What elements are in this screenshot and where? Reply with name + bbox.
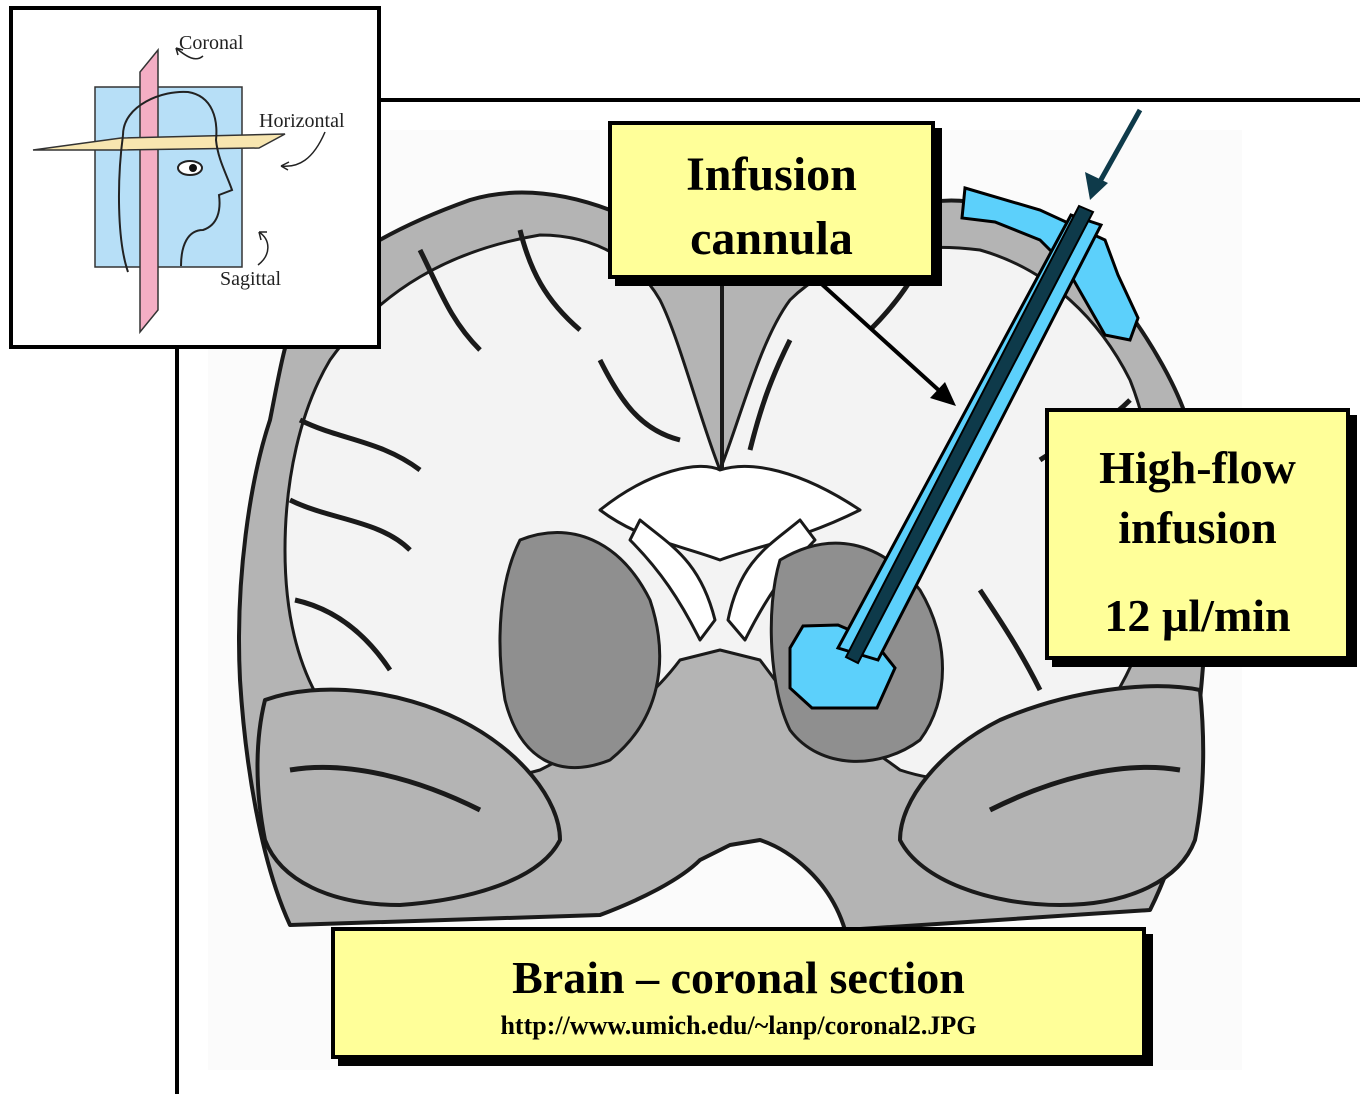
sagittal-label: Sagittal xyxy=(220,268,281,291)
horizontal-plane xyxy=(33,134,285,150)
caption-url: http://www.umich.edu/~lanp/coronal2.JPG xyxy=(335,1009,1142,1043)
callout-line: Infusion xyxy=(612,143,931,207)
anatomical-planes-inset: Coronal Horizontal Sagittal xyxy=(9,6,381,349)
caption-callout: Brain – coronal section http://www.umich… xyxy=(331,927,1146,1059)
callout-line: High-flow xyxy=(1049,438,1346,498)
planes-diagram xyxy=(13,10,377,345)
callout-line: infusion xyxy=(1049,498,1346,558)
sagittal-label-arrow xyxy=(258,232,268,265)
infusion-cannula-callout: Infusion cannula xyxy=(608,121,935,279)
pupil-icon xyxy=(189,164,197,172)
callout-line: cannula xyxy=(612,207,931,271)
horizontal-label: Horizontal xyxy=(259,110,345,133)
coronal-plane xyxy=(140,50,158,332)
caption-title: Brain – coronal section xyxy=(335,951,1142,1005)
coronal-label: Coronal xyxy=(179,32,243,55)
high-flow-infusion-callout: High-flow infusion 12 µl/min xyxy=(1045,408,1350,660)
horizontal-label-arrow xyxy=(281,132,325,170)
sagittal-plane xyxy=(95,87,242,267)
infusion-rate: 12 µl/min xyxy=(1049,586,1346,646)
